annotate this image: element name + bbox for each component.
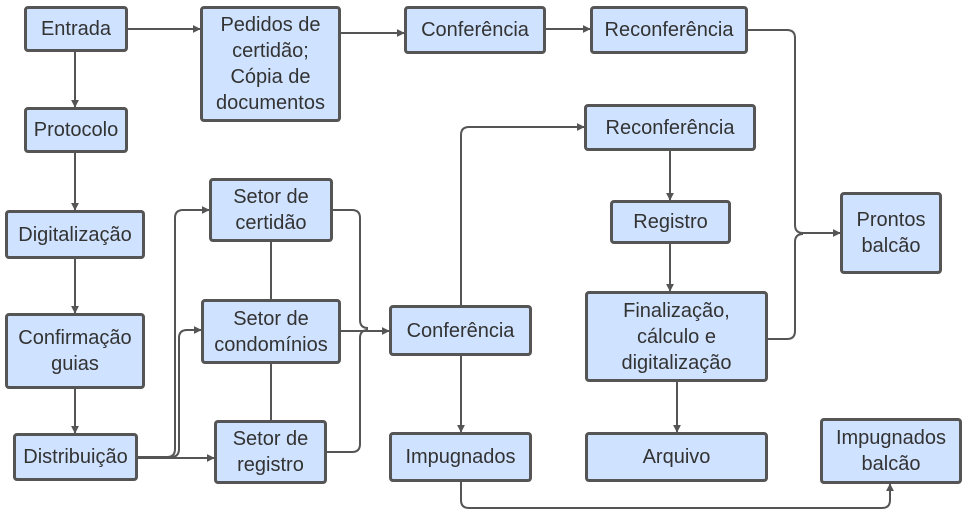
node-setor-de-condominios[interactable]: Setor de condomínios bbox=[201, 299, 341, 364]
edge-setor-registro-conferencia bbox=[327, 329, 369, 453]
node-digitalizacao[interactable]: Digitalização bbox=[5, 210, 145, 259]
edge-finalizacao-prontos bbox=[768, 233, 804, 340]
node-arquivo[interactable]: Arquivo bbox=[585, 432, 768, 482]
node-pedidos-de-certidao[interactable]: Pedidos de certidão; Cópia de documentos bbox=[200, 6, 341, 122]
edge-setor-certidao-conferencia bbox=[333, 209, 369, 329]
node-reconferencia-2[interactable]: Reconferência bbox=[584, 104, 756, 151]
node-setor-de-registro[interactable]: Setor de registro bbox=[214, 420, 327, 484]
node-reconferencia-1[interactable]: Reconferência bbox=[590, 6, 748, 54]
node-confirmacao-guias[interactable]: Confirmação guias bbox=[5, 313, 145, 389]
node-setor-de-certidao[interactable]: Setor de certidão bbox=[209, 178, 333, 242]
node-impugnados[interactable]: Impugnados bbox=[389, 432, 532, 482]
node-entrada[interactable]: Entrada bbox=[24, 6, 128, 52]
edge-conferencia-reconferencia-2 bbox=[460, 123, 585, 305]
node-conferencia-2[interactable]: Conferência bbox=[389, 305, 532, 356]
edge-reconferencia-prontos bbox=[748, 29, 841, 237]
node-prontos-balcao[interactable]: Prontos balcão bbox=[840, 192, 942, 274]
node-impugnados-balcao[interactable]: Impugnados balcão bbox=[820, 418, 962, 484]
node-finalizacao-calculo-digitalizacao[interactable]: Finalização, cálculo e digitalização bbox=[585, 291, 768, 382]
edge-distribuicao-setor-condominios bbox=[138, 326, 202, 458]
node-conferencia-1[interactable]: Conferência bbox=[404, 6, 546, 54]
node-registro[interactable]: Registro bbox=[610, 200, 731, 244]
edge-distribuicao-setor-certidao bbox=[138, 206, 210, 458]
node-protocolo[interactable]: Protocolo bbox=[24, 107, 128, 153]
node-distribuicao[interactable]: Distribuição bbox=[13, 433, 138, 481]
edge-impugnados-balcao bbox=[460, 482, 894, 509]
